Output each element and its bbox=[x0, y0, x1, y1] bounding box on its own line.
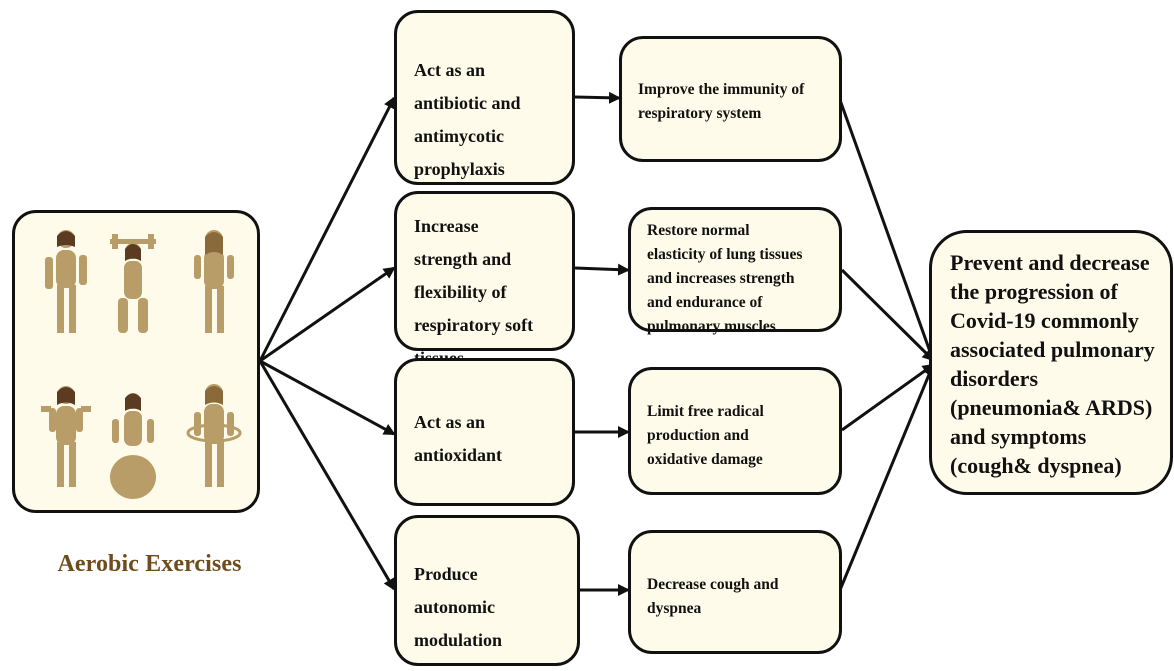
effect-label: Produce autonomic modulation bbox=[414, 564, 503, 650]
source-box: Aerobic Exercises bbox=[12, 210, 260, 577]
arrow-outcome-1-to-final bbox=[838, 99, 936, 362]
effect-box-4: Produce autonomic modulation bbox=[394, 515, 580, 666]
effect-box-2: Increase strength and flexibility of res… bbox=[394, 191, 575, 368]
arrow-outcome-4-to-final bbox=[838, 363, 935, 591]
arrow-effect-1-to-outcome-1 bbox=[574, 91, 621, 104]
arrow-source-to-effect-2 bbox=[259, 266, 396, 363]
effect-label: Act as an antioxidant bbox=[414, 412, 503, 465]
effect-label: Act as an antibiotic and antimycotic pro… bbox=[414, 60, 521, 179]
outcome-box-2: Restore normal elasticity of lung tissue… bbox=[628, 207, 842, 335]
arrow-effect-2-to-outcome-2 bbox=[574, 263, 630, 276]
effect-box-3: Act as an antioxidant bbox=[394, 358, 575, 506]
outcome-label: Improve the immunity of respiratory syst… bbox=[638, 81, 805, 122]
outcome-label: Decrease cough and dyspnea bbox=[647, 576, 779, 617]
arrow-source-to-effect-3 bbox=[259, 359, 396, 436]
outcome-box-4: Decrease cough and dyspnea bbox=[628, 530, 842, 654]
source-title: Aerobic Exercises bbox=[57, 551, 242, 577]
arrow-outcome-2-to-final bbox=[840, 268, 935, 362]
final-outcome-box: Prevent and decrease the progression of … bbox=[929, 230, 1173, 495]
outcome-box-3: Limit free radical production and oxidat… bbox=[628, 367, 842, 495]
outcome-box-1: Improve the immunity of respiratory syst… bbox=[619, 36, 842, 162]
arrow-source-to-effect-4 bbox=[258, 360, 396, 591]
effect-box-1: Act as an antibiotic and antimycotic pro… bbox=[394, 10, 575, 185]
effect-label: Increase strength and flexibility of res… bbox=[414, 216, 534, 368]
arrow-source-to-effect-1 bbox=[258, 96, 396, 362]
final-outcome-label: Prevent and decrease the progression of … bbox=[950, 250, 1155, 478]
arrow-outcome-3-to-final bbox=[841, 363, 935, 432]
outcome-label: Restore normal elasticity of lung tissue… bbox=[647, 222, 803, 335]
outcome-label: Limit free radical production and oxidat… bbox=[647, 403, 764, 468]
